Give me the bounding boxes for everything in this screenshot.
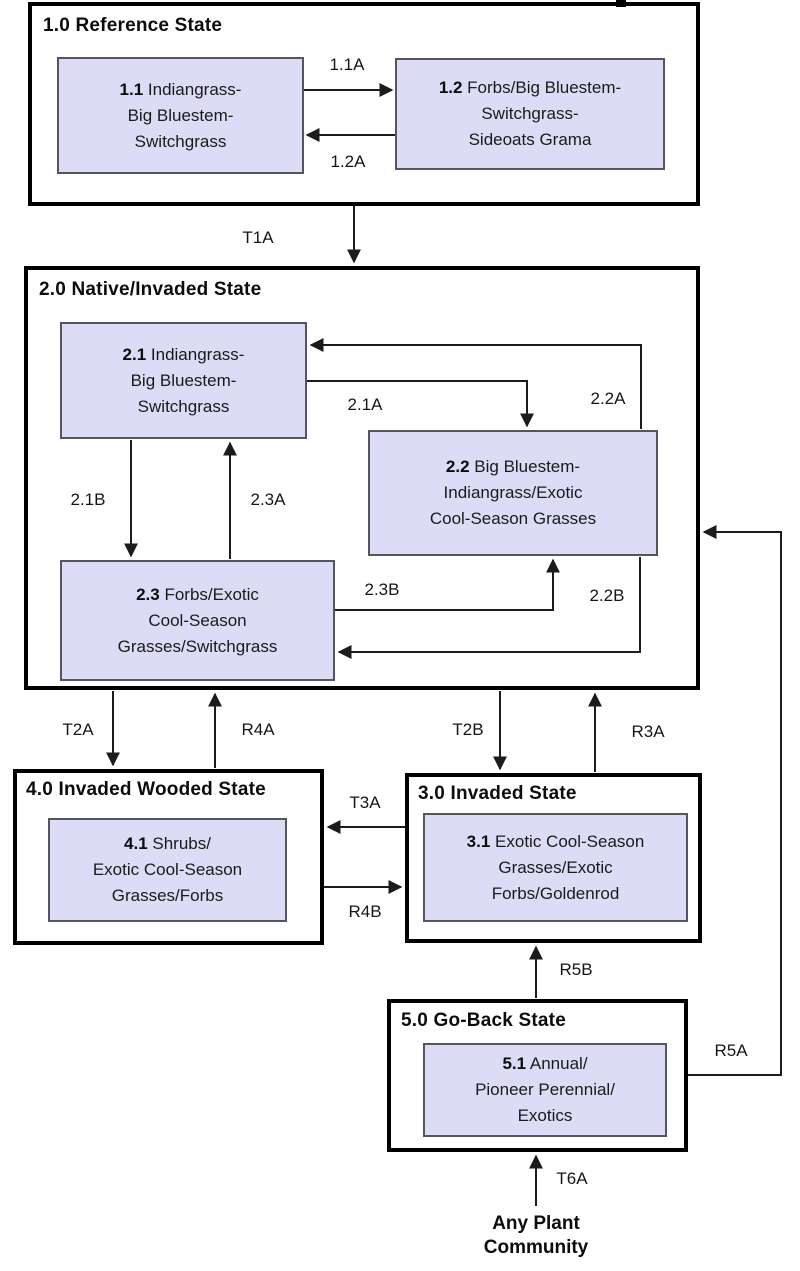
external-node-line: Any Plant (492, 1213, 580, 1234)
community-text-line: 4.1 Shrubs/ (124, 834, 211, 853)
transition-label-2-2A: 2.2A (590, 389, 626, 408)
transition-label-T2A: T2A (62, 720, 94, 739)
community-text-line: 1.1 Indiangrass- (119, 79, 242, 99)
community-text-line: Grasses/Forbs (111, 886, 224, 905)
transition-label-1-2A: 1.2A (330, 152, 366, 171)
community-text-line: 5.1 Annual/ (502, 1054, 588, 1073)
community-text-line: Big Bluestem- (130, 370, 237, 390)
transition-label-1-1A: 1.1A (329, 55, 365, 74)
community-text-line: Pioneer Perennial/ (475, 1080, 615, 1099)
transition-label-T1A: T1A (242, 228, 274, 247)
transition-label-2-1A: 2.1A (347, 395, 383, 414)
community-text-line: 2.2 Big Bluestem- (445, 457, 581, 476)
community-box-2-2: 2.2 Big Bluestem- Indiangrass/Exotic Coo… (368, 430, 658, 556)
community-box-3-1: 3.1 Exotic Cool-Season Grasses/Exotic Fo… (423, 813, 688, 922)
external-node-line: Community (483, 1237, 589, 1258)
any-plant-community-node: Any Plant Community (436, 1212, 636, 1260)
state-title-2: 2.0 Native/Invaded State (39, 279, 262, 300)
transition-label-2-1B: 2.1B (70, 490, 106, 509)
community-box-2-1: 2.1 Indiangrass- Big Bluestem- Switchgra… (60, 322, 307, 439)
community-text-line: Big Bluestem- (127, 105, 234, 125)
community-text-line: Grasses/Switchgrass (117, 636, 278, 656)
community-text-line: 2.1 Indiangrass- (122, 344, 245, 364)
community-text-line: 3.1 Exotic Cool-Season (466, 831, 645, 851)
community-box-5-1: 5.1 Annual/ Pioneer Perennial/ Exotics (423, 1043, 667, 1137)
state-title-4: 4.0 Invaded Wooded State (26, 779, 266, 800)
transition-label-R5B: R5B (559, 960, 593, 979)
community-text-line: Exotic Cool-Season (92, 860, 243, 879)
transition-label-R4B: R4B (348, 902, 382, 921)
transition-label-2-2B: 2.2B (589, 586, 625, 605)
transition-label-T2B: T2B (452, 720, 484, 739)
transition-label-R4A: R4A (241, 720, 275, 739)
transition-label-R3A: R3A (631, 722, 665, 741)
community-text-line: Switchgrass (134, 131, 227, 151)
transition-label-2-3A: 2.3A (250, 490, 286, 509)
community-text-line: Switchgrass (137, 396, 230, 416)
community-box-2-3: 2.3 Forbs/Exotic Cool-Season Grasses/Swi… (60, 560, 335, 681)
transition-label-R5A: R5A (714, 1041, 748, 1060)
community-text-line: 2.3 Forbs/Exotic (136, 584, 259, 604)
state-title-3: 3.0 Invaded State (418, 783, 577, 804)
community-text-line: Grasses/Exotic (498, 857, 613, 877)
community-text-line: Exotics (517, 1106, 573, 1125)
community-text-line: Forbs/Goldenrod (491, 883, 620, 903)
community-box-4-1: 4.1 Shrubs/ Exotic Cool-Season Grasses/F… (48, 818, 287, 922)
state-title-5: 5.0 Go-Back State (401, 1010, 566, 1031)
state-title-1: 1.0 Reference State (43, 15, 223, 36)
community-text-line: Indiangrass/Exotic (443, 483, 583, 502)
transition-label-T3A: T3A (349, 793, 381, 812)
community-box-1-1: 1.1 Indiangrass- Big Bluestem- Switchgra… (57, 57, 304, 174)
community-text-line: Cool-Season (148, 610, 247, 630)
community-text-line: Cool-Season Grasses (429, 509, 597, 528)
community-text-line: 1.2 Forbs/Big Bluestem- (438, 78, 622, 97)
community-text-line: Switchgrass- (481, 104, 579, 123)
transition-label-T6A: T6A (556, 1169, 588, 1188)
transition-label-2-3B: 2.3B (364, 580, 400, 599)
community-box-1-2: 1.2 Forbs/Big Bluestem- Switchgrass- Sid… (395, 58, 665, 170)
community-text-line: Sideoats Grama (468, 130, 592, 149)
